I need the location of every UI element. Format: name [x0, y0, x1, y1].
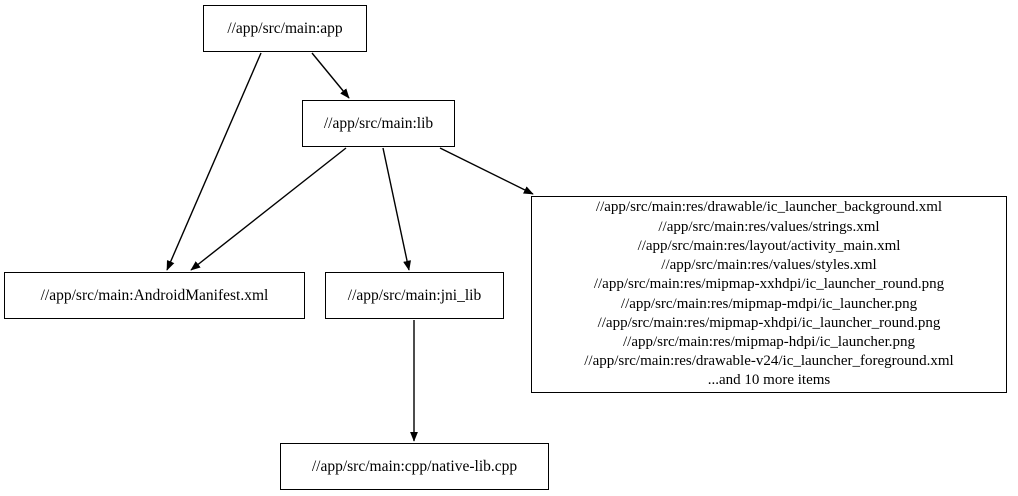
edge-lib-to-resources: [439, 147, 534, 195]
edge-app-to-android-manifest: [166, 52, 262, 271]
node-resources[interactable]: //app/src/main:res/drawable/ic_launcher_…: [531, 196, 1007, 393]
node-jni-lib[interactable]: //app/src/main:jni_lib: [325, 272, 504, 319]
node-jni-lib-label: //app/src/main:jni_lib: [347, 287, 482, 304]
node-android-manifest-label: //app/src/main:AndroidManifest.xml: [40, 287, 269, 304]
node-resources-label: //app/src/main:res/drawable/ic_launcher_…: [584, 199, 954, 389]
node-lib-label: //app/src/main:lib: [323, 115, 434, 132]
edge-lib-to-jni-lib: [382, 147, 411, 271]
edge-app-to-lib: [311, 52, 350, 99]
node-native-lib[interactable]: //app/src/main:cpp/native-lib.cpp: [280, 443, 549, 490]
node-android-manifest[interactable]: //app/src/main:AndroidManifest.xml: [4, 272, 305, 319]
node-app[interactable]: //app/src/main:app: [203, 5, 367, 52]
node-lib[interactable]: //app/src/main:lib: [302, 100, 455, 147]
node-app-label: //app/src/main:app: [227, 20, 343, 37]
node-native-lib-label: //app/src/main:cpp/native-lib.cpp: [311, 458, 518, 475]
edge-lib-to-android-manifest: [190, 147, 347, 271]
